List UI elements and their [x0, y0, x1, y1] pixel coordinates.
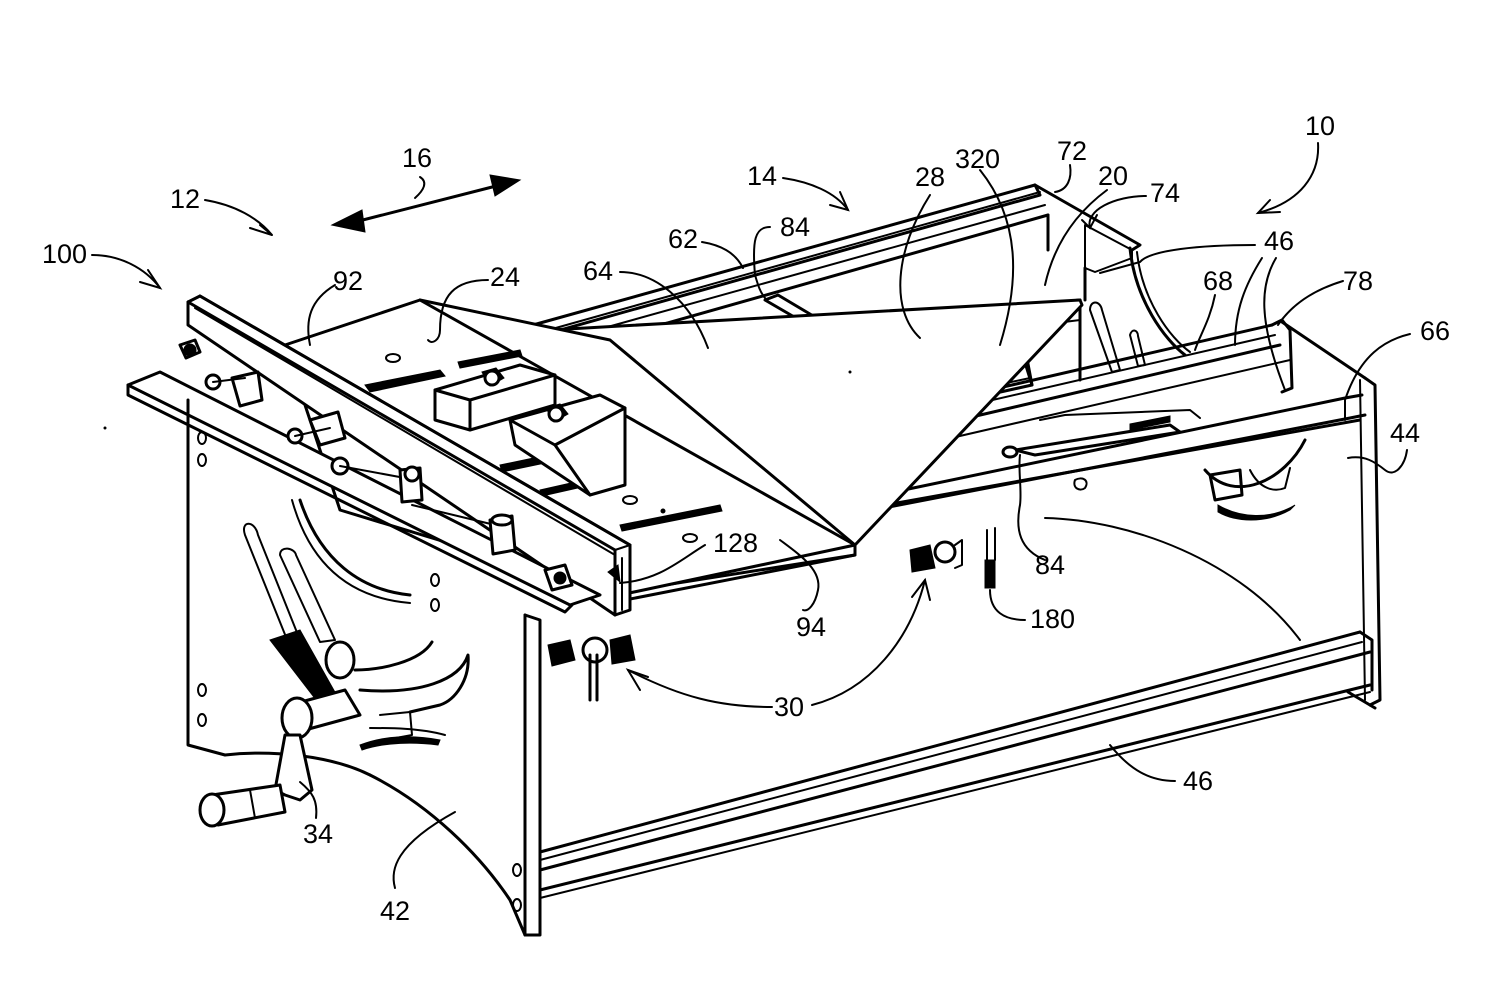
label-66: 66 [1420, 316, 1450, 346]
front-bottom-rail [538, 630, 1377, 899]
rear-cradle-plate [1078, 246, 1191, 382]
label-12: 12 [170, 184, 200, 214]
speck [103, 426, 107, 430]
label-320: 320 [955, 144, 1000, 174]
label-64: 64 [583, 256, 613, 286]
label-94: 94 [796, 612, 826, 642]
label-44: 44 [1390, 418, 1420, 448]
leader-lines [91, 142, 1411, 889]
left-end-panel [186, 398, 542, 937]
label-62: 62 [668, 224, 698, 254]
label-34: 34 [303, 819, 333, 849]
label-46-upper: 46 [1264, 226, 1294, 256]
label-42: 42 [380, 896, 410, 926]
miter-fence [126, 294, 632, 617]
label-100: 100 [42, 239, 87, 269]
label-72: 72 [1057, 136, 1087, 166]
hold-down-clamp-2 [508, 393, 627, 497]
label-68: 68 [1203, 266, 1233, 296]
speck [848, 370, 852, 374]
label-78: 78 [1343, 266, 1373, 296]
label-74: 74 [1150, 178, 1180, 208]
label-16: 16 [402, 143, 432, 173]
label-180: 180 [1030, 604, 1075, 634]
reference-labels: 10 12 14 16 20 24 28 30 34 42 44 46 46 6… [42, 111, 1450, 926]
label-128: 128 [713, 528, 758, 558]
label-92: 92 [333, 266, 363, 296]
label-46-lower: 46 [1183, 766, 1213, 796]
hold-down-clamp-1 [433, 363, 557, 432]
label-84-front: 84 [1035, 550, 1065, 580]
gear-assembly-right [909, 539, 963, 573]
label-24: 24 [490, 262, 520, 292]
label-10: 10 [1305, 111, 1335, 141]
right-blade-guard [1203, 438, 1307, 521]
label-84-back: 84 [780, 212, 810, 242]
gear-assembly-left [547, 634, 636, 702]
fence-knobs [178, 338, 574, 592]
guide-rod-right [1001, 423, 1182, 491]
label-20: 20 [1098, 161, 1128, 191]
label-28: 28 [915, 162, 945, 192]
hand-crank [198, 640, 362, 828]
label-30: 30 [774, 692, 804, 722]
label-14: 14 [747, 161, 777, 191]
locking-pin [984, 527, 996, 589]
